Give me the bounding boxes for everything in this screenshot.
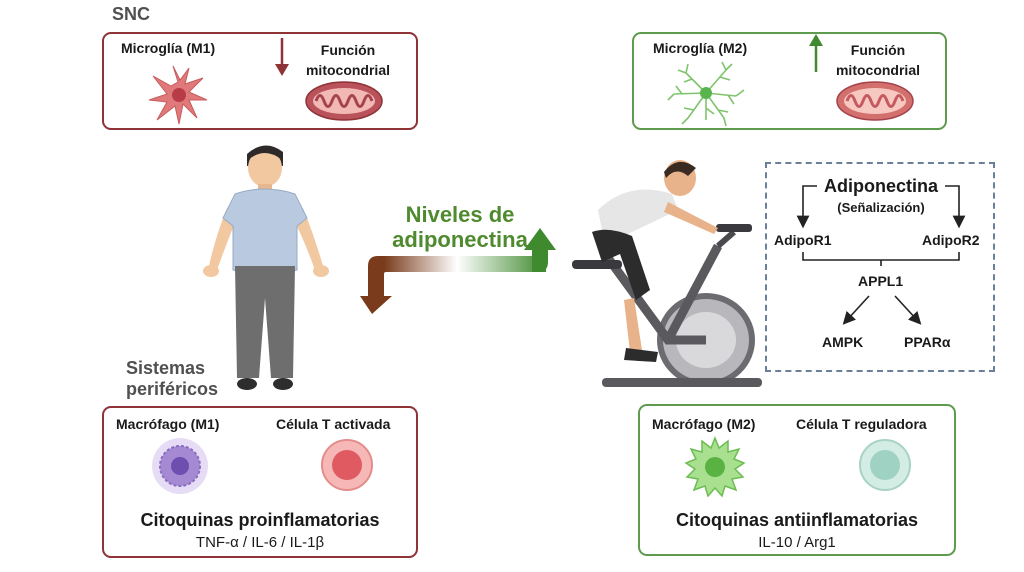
macrophage-m2-label: Macrófago (M2) <box>652 416 756 432</box>
peripheral-section-label: Sistemas periféricos <box>126 358 218 400</box>
adiponectin-level-arrow <box>360 228 556 314</box>
adiponectin-signaling-title: Adiponectina <box>823 176 938 196</box>
cns-section-label: SNC <box>112 4 151 24</box>
signaling-arrows <box>796 185 966 325</box>
peripheral-line2: periféricos <box>126 379 219 399</box>
proinflammatory-cytokines-list: TNF-α / IL-6 / IL-1β <box>195 534 325 551</box>
mitochondria-icon <box>305 81 383 121</box>
ampk-label: AMPK <box>822 334 864 350</box>
microglia-m1-label: Microglía (M1) <box>121 40 216 56</box>
exercising-person-illustration <box>572 160 762 387</box>
microglia-m2-label: Microglía (M2) <box>653 40 748 56</box>
regulatory-t-cell-label: Célula T reguladora <box>796 416 927 432</box>
ppar-alpha-label: PPARα <box>904 334 951 350</box>
antiinflammatory-cytokines-title: Citoquinas antiinflamatorias <box>675 510 919 530</box>
mitochondrial-function-label-left: Función mitocondrial <box>300 40 396 80</box>
signaling-pathway-box <box>765 162 995 372</box>
signaling-subtitle: (Señalización) <box>837 200 925 215</box>
adiponectin-line1: Niveles de <box>405 202 515 227</box>
adipor1-label: AdipoR1 <box>774 232 832 248</box>
mitochondrial-function-label-right: Función mitocondrial <box>830 40 926 80</box>
adiponectin-levels-label: Niveles de adiponectina <box>380 202 540 252</box>
activated-t-cell-icon <box>321 439 373 491</box>
up-arrow-icon <box>809 34 823 72</box>
appl1-label: APPL1 <box>858 273 904 289</box>
macrophage-m1-icon <box>152 438 208 494</box>
function-line1: Función <box>320 42 376 58</box>
activated-t-cell-label: Célula T activada <box>276 416 391 432</box>
function-line1: Función <box>850 42 906 58</box>
adipor2-label: AdipoR2 <box>922 232 980 248</box>
down-arrow-icon <box>275 38 289 76</box>
adiponectin-line2: adiponectina <box>392 227 528 252</box>
sedentary-person-illustration <box>203 145 329 390</box>
function-line2: mitocondrial <box>835 62 920 78</box>
microglia-m1-icon <box>148 65 208 125</box>
macrophage-m1-label: Macrófago (M1) <box>116 416 220 432</box>
proinflammatory-cytokines-title: Citoquinas proinflamatorias <box>140 510 380 530</box>
microglia-m1-box <box>102 32 418 130</box>
function-line2: mitocondrial <box>305 62 390 78</box>
regulatory-t-cell-icon <box>859 439 911 491</box>
peripheral-line1: Sistemas <box>126 358 206 378</box>
antiinflammatory-cytokines-list: IL-10 / Arg1 <box>758 534 836 551</box>
mitochondria-icon <box>836 81 914 121</box>
macrophage-m2-icon <box>684 435 746 498</box>
microglia-m2-icon <box>667 61 745 127</box>
